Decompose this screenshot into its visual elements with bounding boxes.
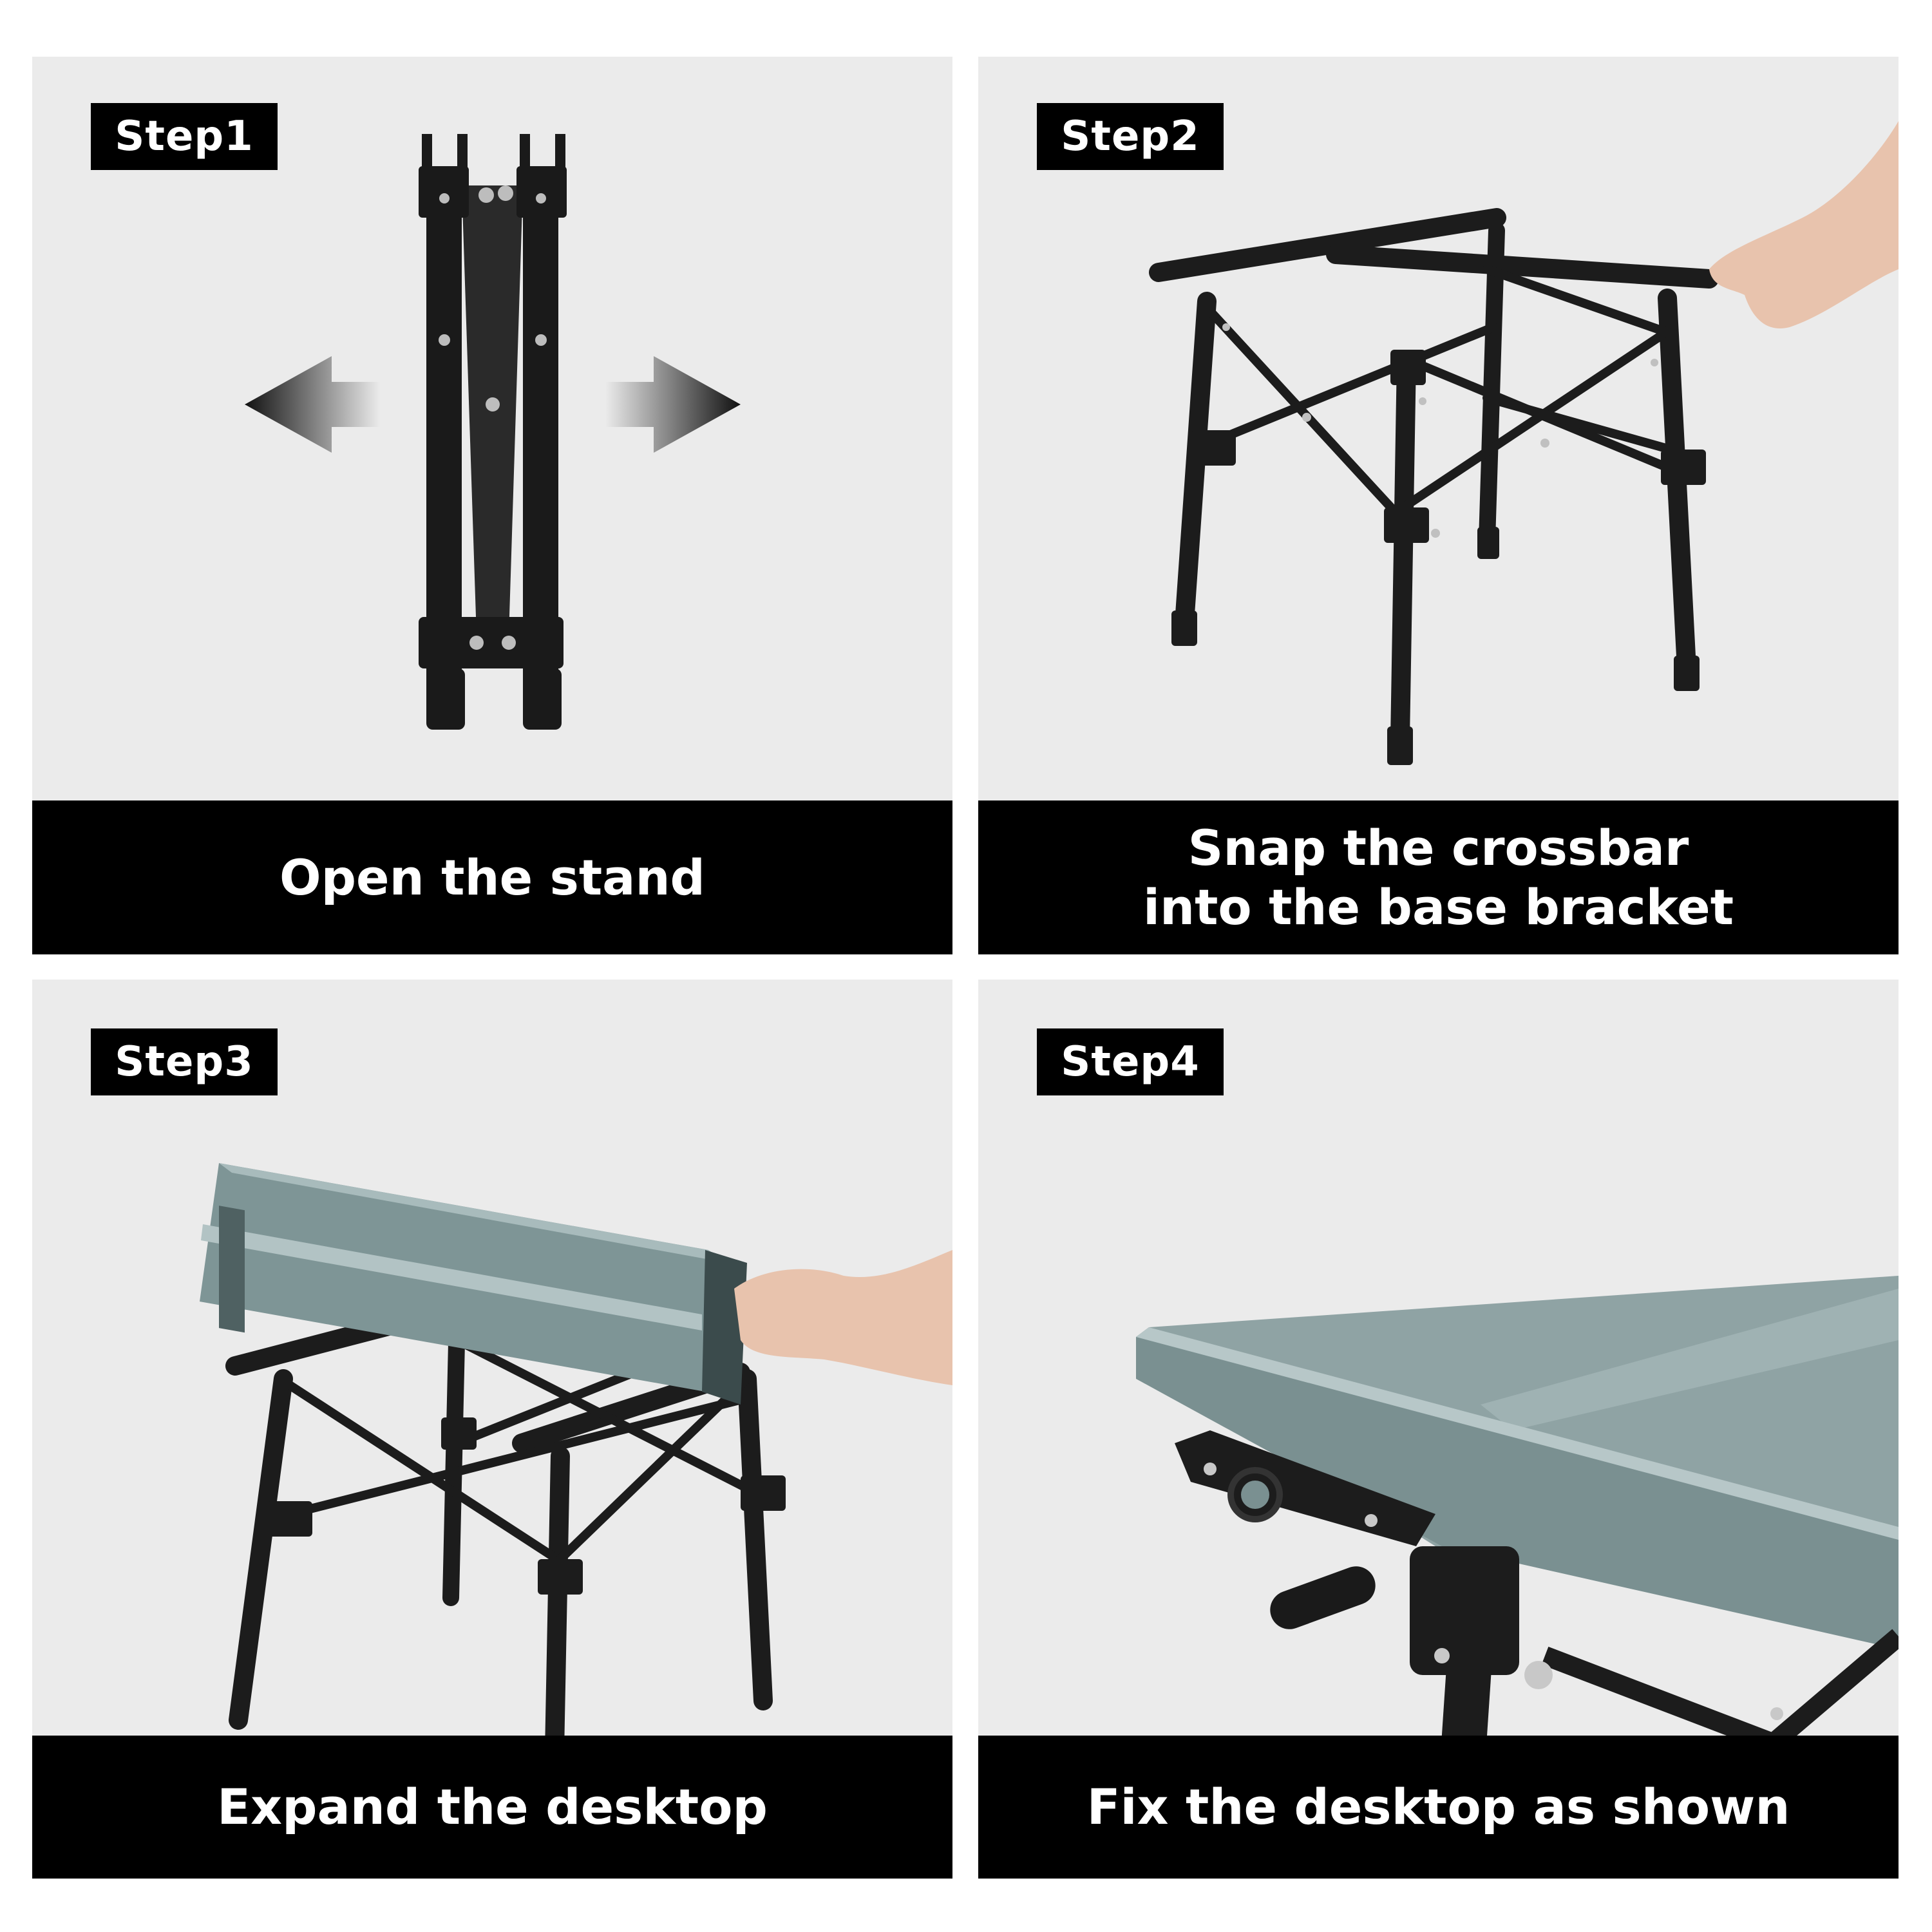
caption-line: Open the stand <box>279 848 705 906</box>
rolled-desktop-illustration <box>200 1163 952 1794</box>
step-caption: Snap the crossbar into the base bracket <box>978 800 1899 954</box>
step-caption: Expand the desktop <box>32 1736 952 1879</box>
step-label: Step3 <box>91 1028 278 1095</box>
arrow-left-icon <box>245 356 380 453</box>
step2-panel: Step2 Snap the crossbar into the base br… <box>978 57 1899 954</box>
step-label: Step2 <box>1037 103 1224 170</box>
step3-panel: Step3 Expand the desktop <box>32 980 952 1879</box>
caption-line: Fix the desktop as shown <box>1086 1778 1790 1835</box>
step-caption: Fix the desktop as shown <box>978 1736 1899 1879</box>
stand-crossbar-illustration <box>1149 121 1899 765</box>
step-label: Step1 <box>91 103 278 170</box>
step4-panel: Step4 Fix the desktop as shown <box>978 980 1899 1879</box>
folded-stand-illustration <box>245 134 741 730</box>
caption-line: Expand the desktop <box>217 1778 768 1835</box>
step1-panel: Step1 Open the stand <box>32 57 952 954</box>
caption-line: Snap the crossbar <box>1188 819 1689 876</box>
step-caption: Open the stand <box>32 800 952 954</box>
step-label: Step4 <box>1037 1028 1224 1095</box>
caption-line: into the base bracket <box>1142 878 1734 936</box>
arrow-right-icon <box>605 356 741 453</box>
